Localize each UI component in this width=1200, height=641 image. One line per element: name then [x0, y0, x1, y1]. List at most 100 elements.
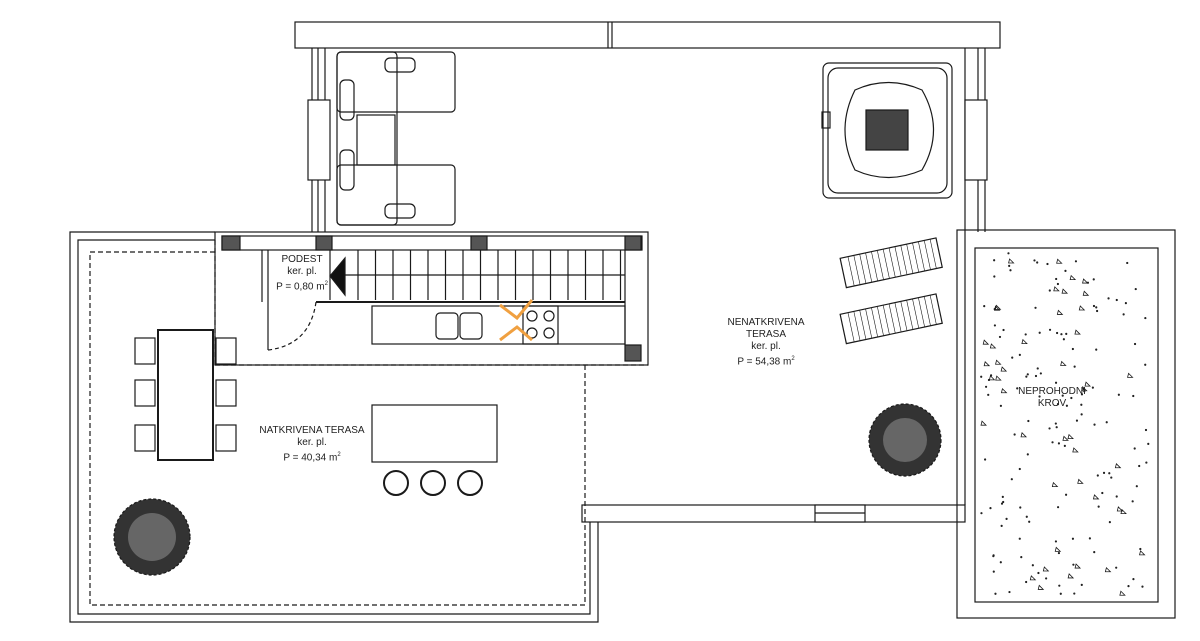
- gravel-dot: [1057, 442, 1061, 445]
- gravel-dot: [1147, 442, 1150, 445]
- staircase: [214, 231, 649, 366]
- room-finish: ker. pl.: [751, 341, 781, 352]
- gravel-dot: [1091, 386, 1094, 389]
- gravel-dot: [998, 335, 1002, 339]
- gravel-dot: [1036, 367, 1039, 370]
- gravel-dot: [993, 259, 996, 262]
- gravel-dot: [1045, 577, 1048, 580]
- gravel-dot: [1056, 506, 1060, 509]
- sofa: [336, 51, 456, 226]
- gravel-dot: [1002, 500, 1005, 504]
- gravel-dot: [1046, 262, 1049, 266]
- gravel-stone: [1074, 329, 1081, 335]
- lounger-slat: [906, 300, 914, 330]
- gravel-dot: [989, 506, 992, 510]
- gravel-dot: [993, 275, 996, 278]
- lounger-slat: [888, 303, 896, 334]
- gravel-dot: [1037, 571, 1040, 575]
- gravel-dot: [1127, 585, 1130, 588]
- gravel-stone: [1074, 563, 1082, 569]
- gravel-dot: [1034, 306, 1037, 309]
- gravel-dot: [1048, 427, 1051, 430]
- gravel-stone: [1062, 435, 1069, 441]
- gravel-dot: [1055, 426, 1058, 429]
- gravel-stone: [1082, 290, 1090, 296]
- gravel-dot: [1101, 491, 1104, 495]
- gravel-dot: [1108, 521, 1111, 524]
- lounger-slat: [894, 246, 902, 277]
- gravel-dot: [1065, 332, 1068, 335]
- gravel-dot: [1048, 328, 1052, 331]
- gravel-stone: [1054, 546, 1062, 552]
- room-area: P = 0,80 m2: [276, 281, 328, 293]
- gravel-dot: [1092, 304, 1096, 308]
- sun-lounger: [839, 293, 943, 345]
- gravel-dot: [983, 305, 986, 308]
- gravel-stone: [1060, 360, 1067, 366]
- gravel-dot: [1048, 289, 1051, 292]
- gravel-dot: [1074, 260, 1078, 263]
- gravel-dot: [1139, 547, 1142, 551]
- gravel-dot: [1096, 474, 1099, 477]
- gravel-dot: [980, 375, 983, 378]
- gravel-dot: [1080, 413, 1083, 416]
- gravel-dot: [1132, 578, 1135, 581]
- room-finish: ker. pl.: [297, 437, 327, 448]
- gravel-stone: [1051, 481, 1059, 488]
- room-name-line2: TERASA: [745, 329, 786, 340]
- watermark-logo: [499, 299, 534, 342]
- lounger-slat: [871, 251, 878, 282]
- gravel-stone: [1072, 447, 1079, 453]
- gravel-stone: [988, 375, 996, 381]
- gravel-dot: [1063, 444, 1066, 448]
- gravel-stone: [1114, 462, 1122, 469]
- gravel-dot: [1073, 592, 1076, 595]
- gravel-stone: [1029, 575, 1037, 581]
- gravel-dot: [1026, 453, 1029, 456]
- room-area: P = 40,34 m2: [283, 452, 341, 464]
- room-name: PODEST: [281, 254, 323, 265]
- gravel-dot: [1135, 485, 1138, 488]
- gravel-dot: [1001, 495, 1004, 498]
- lounger-slat: [882, 305, 890, 335]
- hot-tub: [821, 62, 953, 199]
- gravel-stone: [1127, 372, 1134, 378]
- lounger-slat: [894, 302, 902, 333]
- gravel-stone: [994, 304, 1002, 310]
- gravel-stone: [995, 375, 1002, 381]
- gravel-dot: [992, 554, 995, 558]
- gravel-stone: [1077, 478, 1084, 484]
- gravel-dot: [1025, 515, 1028, 518]
- gravel-dot: [1060, 333, 1063, 336]
- gravel-dot: [1115, 298, 1118, 302]
- gravel-stone: [1120, 508, 1127, 514]
- gravel-dot: [1072, 563, 1075, 566]
- gravel-dot: [1034, 374, 1038, 378]
- gravel-stone: [1082, 278, 1089, 284]
- gravel-dot: [993, 324, 996, 327]
- gravel-dot: [1064, 269, 1067, 273]
- gravel-stone: [1000, 366, 1008, 372]
- lounger-slat: [900, 301, 908, 331]
- gravel-stone: [1056, 258, 1063, 264]
- gravel-dot: [1039, 372, 1042, 375]
- gravel-dot: [1115, 566, 1118, 569]
- gravel-stone: [1020, 432, 1028, 438]
- gravel-stone: [1042, 566, 1050, 572]
- gravel-dot: [1134, 287, 1137, 291]
- gravel-dot: [1093, 423, 1096, 426]
- lounger-slat: [906, 244, 914, 274]
- gravel-dot: [1062, 338, 1065, 341]
- gravel-dot: [1064, 493, 1068, 496]
- gravel-dot: [1054, 540, 1058, 543]
- gravel-dot: [999, 404, 1002, 407]
- gravel-dot: [1051, 441, 1054, 444]
- gravel-dot: [1008, 264, 1011, 267]
- gravel-dot: [980, 512, 983, 515]
- gravel-dot: [1133, 342, 1137, 346]
- gravel-dot: [1093, 551, 1096, 554]
- gravel-dot: [1080, 393, 1084, 396]
- gravel-dot: [1138, 464, 1141, 468]
- gravel-dot: [1000, 524, 1003, 527]
- gravel-dot: [1008, 590, 1011, 594]
